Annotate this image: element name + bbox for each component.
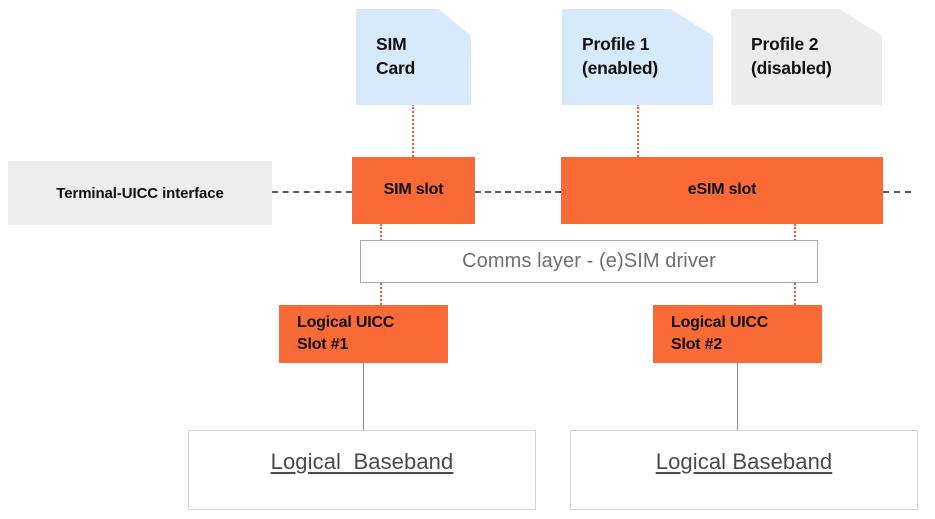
connector-profile1-to-esim-slot [637, 104, 639, 160]
profile-2-label: Profile 2 (disabled) [751, 34, 832, 78]
logical-uicc-slot-2-node[interactable]: Logical UICC Slot #2 [653, 305, 822, 363]
sim-slot-node[interactable]: SIM slot [352, 157, 475, 224]
logical-uicc-slot-2-label: Logical UICC Slot #2 [671, 313, 769, 353]
connector-uicc2-to-baseband2 [737, 363, 738, 430]
profile-1-node[interactable]: Profile 1 (enabled) [562, 9, 713, 105]
logical-baseband-1-label: Logical Baseband [270, 449, 454, 474]
sim-card-node[interactable]: SIM Card [356, 9, 471, 105]
terminal-uicc-interface-label: Terminal-UICC interface [56, 184, 224, 202]
sim-slot-label: SIM slot [383, 181, 444, 199]
comms-layer-label: Comms layer - (e)SIM driver [462, 250, 716, 272]
connector-terminal-uicc-bus-middle [475, 191, 561, 193]
logical-uicc-slot-1-node[interactable]: Logical UICC Slot #1 [279, 305, 448, 363]
sim-card-label: SIM Card [376, 34, 416, 78]
logical-uicc-slot-1-label: Logical UICC Slot #1 [297, 313, 395, 353]
profile-1-label: Profile 1 (enabled) [582, 34, 658, 78]
esim-slot-label: eSIM slot [687, 181, 757, 199]
profile-2-node[interactable]: Profile 2 (disabled) [731, 9, 882, 105]
logical-baseband-1-node: Logical Baseband [188, 430, 536, 510]
connector-terminal-uicc-bus-right [883, 191, 911, 193]
connector-terminal-uicc-bus-left [272, 191, 352, 193]
terminal-uicc-interface-node: Terminal-UICC interface [8, 161, 272, 225]
connector-sim-card-to-sim-slot [412, 104, 414, 160]
comms-layer-node: Comms layer - (e)SIM driver [360, 240, 818, 283]
connector-uicc1-to-baseband1 [363, 363, 364, 430]
logical-baseband-2-node: Logical Baseband [570, 430, 918, 510]
logical-baseband-2-label: Logical Baseband [655, 449, 833, 474]
esim-slot-node[interactable]: eSIM slot [561, 157, 883, 224]
